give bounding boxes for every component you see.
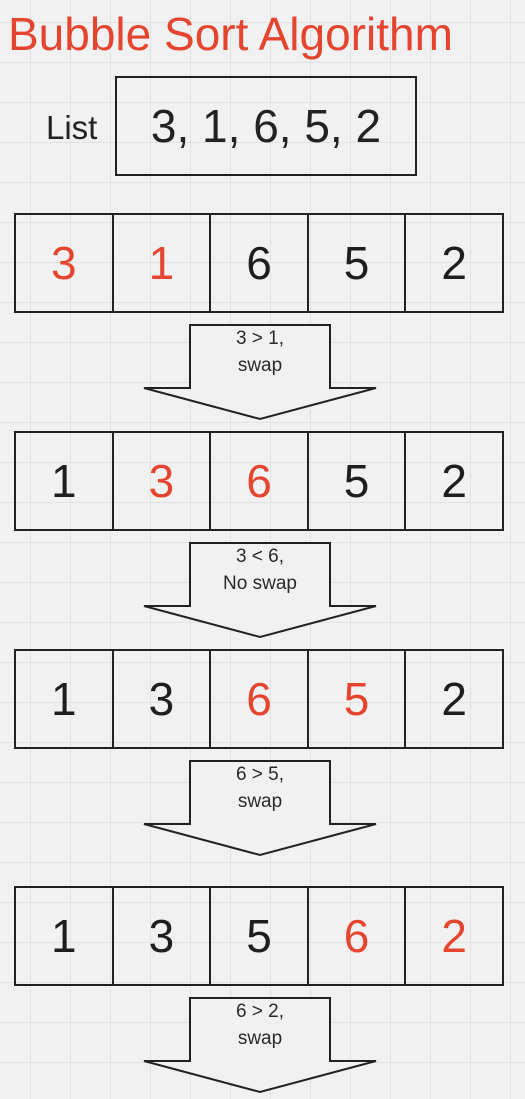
- arrow-label-line2: swap: [237, 1028, 283, 1049]
- arrow-label: 3 > 1, swap: [190, 325, 330, 379]
- down-arrow-icon: [143, 760, 377, 857]
- arrow-label-line2: swap: [237, 355, 283, 376]
- down-arrow-icon: [143, 997, 377, 1094]
- list-label: List: [46, 109, 98, 146]
- arrow-label: 6 > 2, swap: [190, 998, 330, 1052]
- list-value: 3, 1, 6, 5, 2: [150, 100, 382, 152]
- array-cell: 5: [211, 888, 309, 984]
- array-row-3: 1 3 6 5 2: [14, 649, 504, 749]
- down-arrow-icon: [143, 324, 377, 421]
- array-cell: 3: [114, 651, 212, 747]
- array-cell: 1: [114, 215, 212, 311]
- array-cell: 3: [114, 433, 212, 529]
- arrow-label-line1: 3 < 6,: [235, 546, 285, 567]
- array-row-4: 1 3 5 6 2: [14, 886, 504, 986]
- arrow-label-line1: 3 > 1,: [235, 328, 285, 349]
- down-arrow-icon: [143, 542, 377, 639]
- arrow-label: 6 > 5, swap: [190, 761, 330, 815]
- array-cell: 1: [16, 433, 114, 529]
- step-arrow-4: 6 > 2, swap: [140, 996, 380, 1096]
- array-row-2: 1 3 6 5 2: [14, 431, 504, 531]
- array-cell: 6: [211, 433, 309, 529]
- list-box: 3, 1, 6, 5, 2: [115, 76, 417, 176]
- array-row-1: 3 1 6 5 2: [14, 213, 504, 313]
- array-cell: 5: [309, 651, 407, 747]
- array-cell: 6: [211, 215, 309, 311]
- arrow-label-line2: swap: [237, 791, 283, 812]
- array-cell: 2: [441, 910, 467, 962]
- array-cell: 2: [441, 673, 467, 725]
- array-cell: 6: [309, 888, 407, 984]
- array-cell: 6: [211, 651, 309, 747]
- step-arrow-1: 3 > 1, swap: [140, 323, 380, 423]
- arrow-label-line1: 6 > 2,: [235, 1001, 285, 1022]
- step-arrow-3: 6 > 5, swap: [140, 759, 380, 859]
- arrow-label: 3 < 6, No swap: [190, 543, 330, 597]
- array-cell: 1: [16, 888, 114, 984]
- step-arrow-2: 3 < 6, No swap: [140, 541, 380, 641]
- array-cell: 1: [16, 651, 114, 747]
- arrow-label-line2: No swap: [223, 573, 297, 594]
- diagram-title: Bubble Sort Algorithm: [8, 8, 453, 60]
- array-cell: 2: [441, 237, 467, 289]
- array-cell: 5: [309, 215, 407, 311]
- array-cell: 3: [114, 888, 212, 984]
- array-cell: 2: [441, 455, 467, 507]
- array-cell: 5: [309, 433, 407, 529]
- arrow-label-line1: 6 > 5,: [235, 764, 285, 785]
- array-cell: 3: [16, 215, 114, 311]
